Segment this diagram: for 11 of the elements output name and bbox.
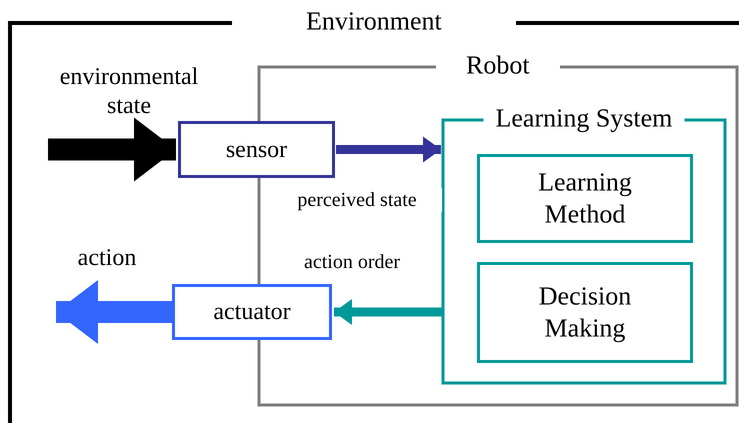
box-label: Decision Making — [538, 280, 632, 344]
process-box — [178, 121, 335, 178]
process-box — [172, 284, 332, 340]
group-heading: Robot — [465, 52, 531, 79]
box-label: actuator — [212, 298, 292, 327]
process-box — [477, 154, 693, 243]
process-box — [477, 262, 693, 363]
box-label: Learning Method — [537, 166, 633, 230]
group-heading: Environment — [305, 8, 443, 35]
group-heading: Learning System — [494, 106, 674, 132]
box-label: sensor — [224, 136, 288, 164]
